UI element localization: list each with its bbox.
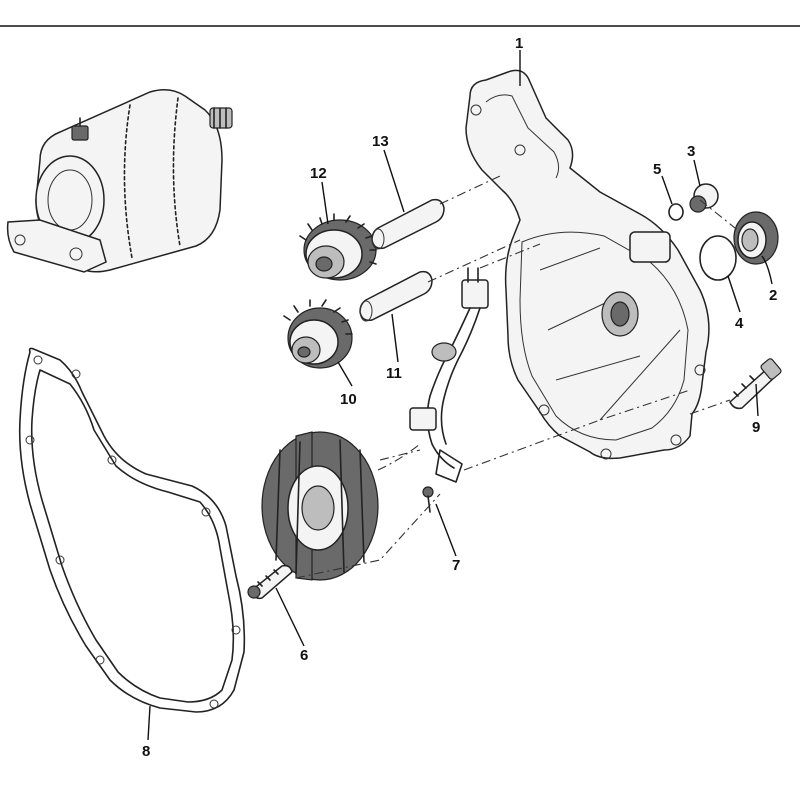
callout-9: 9 [752,419,760,436]
gear-large [299,213,377,281]
assembly-centerlines [295,175,741,579]
callout-13: 13 [372,133,389,150]
callout-1: 1 [515,35,523,52]
cover-bolt [729,358,782,410]
callout-12: 12 [310,165,327,182]
leader-lines [147,50,773,741]
stator-screw [247,564,293,600]
shaft-upper [371,198,445,250]
stator-coil [261,431,421,581]
starter-motor [6,89,233,273]
o-ring [699,235,737,281]
cover-gasket [18,347,246,713]
callout-7: 7 [452,557,460,574]
callout-5: 5 [653,161,661,178]
wiring-harness [409,267,489,483]
generator-cover [465,69,710,460]
callout-11: 11 [386,365,402,382]
callout-4: 4 [735,315,744,332]
callout-labels: 1 2 3 4 5 6 7 8 9 10 11 12 13 [142,35,777,760]
callout-8: 8 [142,743,150,760]
gear-small [283,299,353,369]
callout-3: 3 [687,143,695,160]
oil-seal [733,211,779,265]
plug-bolt [689,183,719,213]
shaft-lower [359,270,433,322]
callout-6: 6 [300,647,308,664]
callout-2: 2 [769,287,777,304]
washer [668,203,684,221]
callout-10: 10 [340,391,357,408]
clamp-screw [422,486,434,513]
